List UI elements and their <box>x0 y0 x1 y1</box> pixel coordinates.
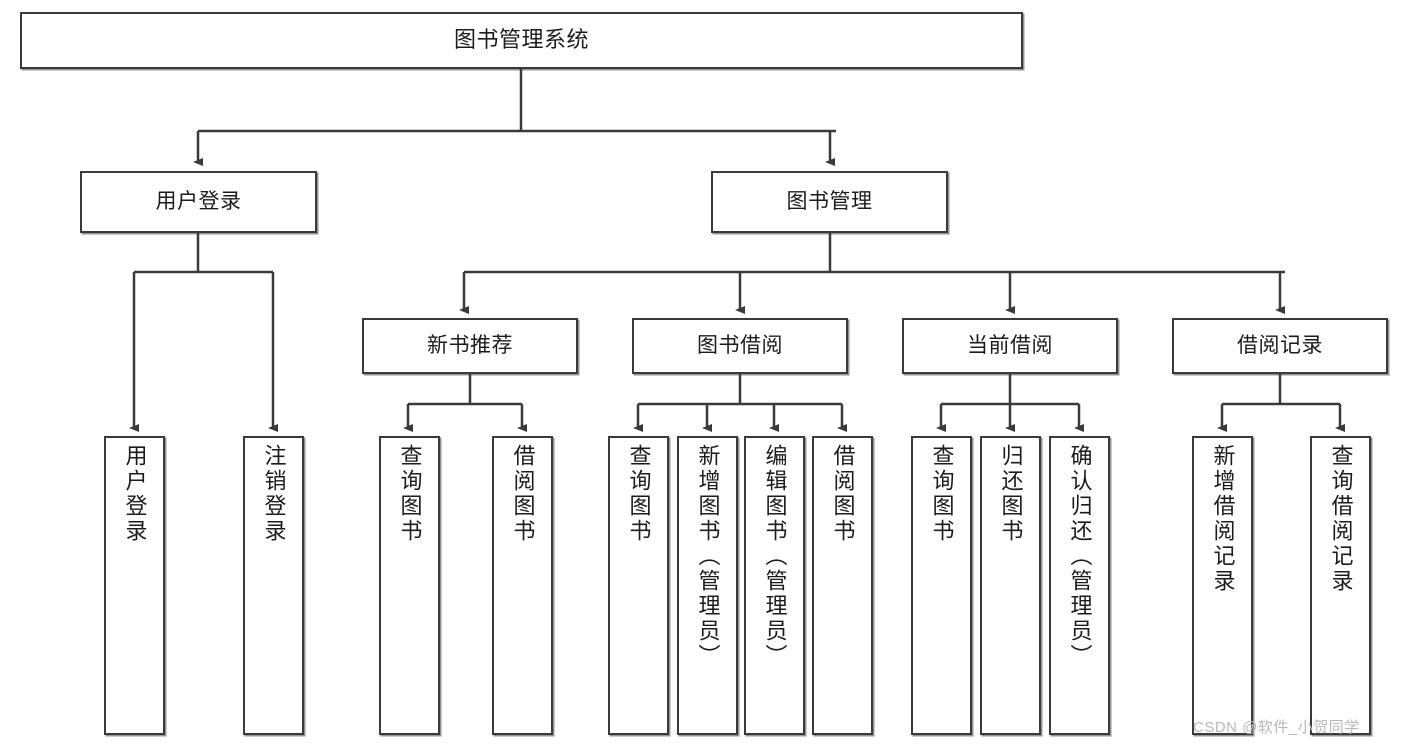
node-leaf-edit-book-admin[interactable]: 编辑图书（管理员） <box>744 436 805 735</box>
node-leaf-return-book[interactable]: 归还图书 <box>980 436 1041 735</box>
node-current-borrow[interactable]: 当前借阅 <box>902 318 1118 374</box>
node-leaf-query-book-2-label: 查询图书 <box>626 444 652 544</box>
node-new-book-recommendation-label: 新书推荐 <box>427 334 513 358</box>
node-leaf-add-borrow-record[interactable]: 新增借阅记录 <box>1192 436 1253 735</box>
node-leaf-borrow-book-1-label: 借阅图书 <box>510 444 536 544</box>
node-leaf-return-book-label: 归还图书 <box>998 444 1024 544</box>
node-leaf-user-login-label: 用户登录 <box>122 444 148 544</box>
node-leaf-query-book-3[interactable]: 查询图书 <box>911 436 972 735</box>
node-new-book-recommendation[interactable]: 新书推荐 <box>362 318 578 374</box>
node-leaf-query-book-2[interactable]: 查询图书 <box>608 436 669 735</box>
node-leaf-query-book-1-label: 查询图书 <box>397 444 423 544</box>
node-book-borrow[interactable]: 图书借阅 <box>632 318 848 374</box>
node-root-label: 图书管理系统 <box>453 27 589 53</box>
node-leaf-add-borrow-record-label: 新增借阅记录 <box>1210 444 1236 594</box>
node-book-borrow-label: 图书借阅 <box>697 334 783 358</box>
node-borrow-record[interactable]: 借阅记录 <box>1172 318 1388 374</box>
node-user-login[interactable]: 用户登录 <box>80 171 317 233</box>
node-leaf-add-book-admin[interactable]: 新增图书（管理员） <box>677 436 738 735</box>
node-leaf-borrow-book-1[interactable]: 借阅图书 <box>492 436 553 735</box>
node-user-login-label: 用户登录 <box>155 190 242 214</box>
node-leaf-borrow-book-2[interactable]: 借阅图书 <box>812 436 873 735</box>
node-leaf-query-book-3-label: 查询图书 <box>929 444 955 544</box>
node-leaf-query-book-1[interactable]: 查询图书 <box>379 436 440 735</box>
node-book-manage[interactable]: 图书管理 <box>711 171 948 233</box>
node-root[interactable]: 图书管理系统 <box>20 12 1023 69</box>
node-borrow-record-label: 借阅记录 <box>1237 334 1323 358</box>
node-leaf-logout-login[interactable]: 注销登录 <box>243 436 304 735</box>
node-leaf-query-borrow-record[interactable]: 查询借阅记录 <box>1310 436 1371 735</box>
node-leaf-logout-login-label: 注销登录 <box>261 444 287 544</box>
node-leaf-user-login[interactable]: 用户登录 <box>104 436 165 735</box>
node-leaf-borrow-book-2-label: 借阅图书 <box>830 444 856 544</box>
node-book-manage-label: 图书管理 <box>786 190 873 214</box>
node-leaf-add-book-admin-label: 新增图书（管理员） <box>695 444 721 669</box>
node-leaf-query-borrow-record-label: 查询借阅记录 <box>1328 444 1354 594</box>
node-leaf-confirm-return-admin-label: 确认归还（管理员） <box>1067 444 1093 669</box>
node-leaf-confirm-return-admin[interactable]: 确认归还（管理员） <box>1049 436 1110 735</box>
node-current-borrow-label: 当前借阅 <box>967 334 1053 358</box>
node-leaf-edit-book-admin-label: 编辑图书（管理员） <box>762 444 788 669</box>
